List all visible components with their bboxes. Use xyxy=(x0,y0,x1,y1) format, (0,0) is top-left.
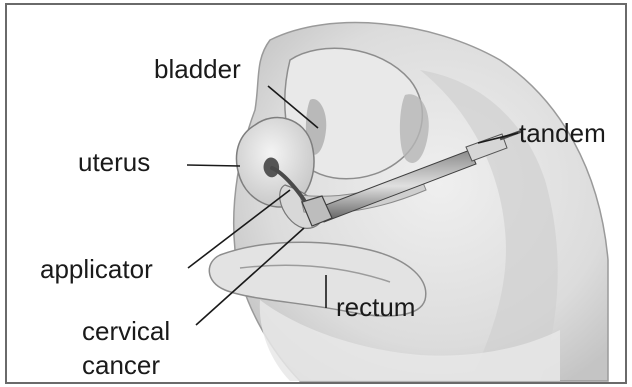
label-cancer: cancer xyxy=(82,352,160,378)
uterus-leader xyxy=(187,165,240,166)
label-cervical: cervical xyxy=(82,318,170,344)
label-uterus: uterus xyxy=(78,149,150,175)
label-bladder: bladder xyxy=(154,56,241,82)
label-applicator: applicator xyxy=(40,256,153,282)
label-tandem: tandem xyxy=(519,120,606,146)
label-rectum: rectum xyxy=(336,294,415,320)
